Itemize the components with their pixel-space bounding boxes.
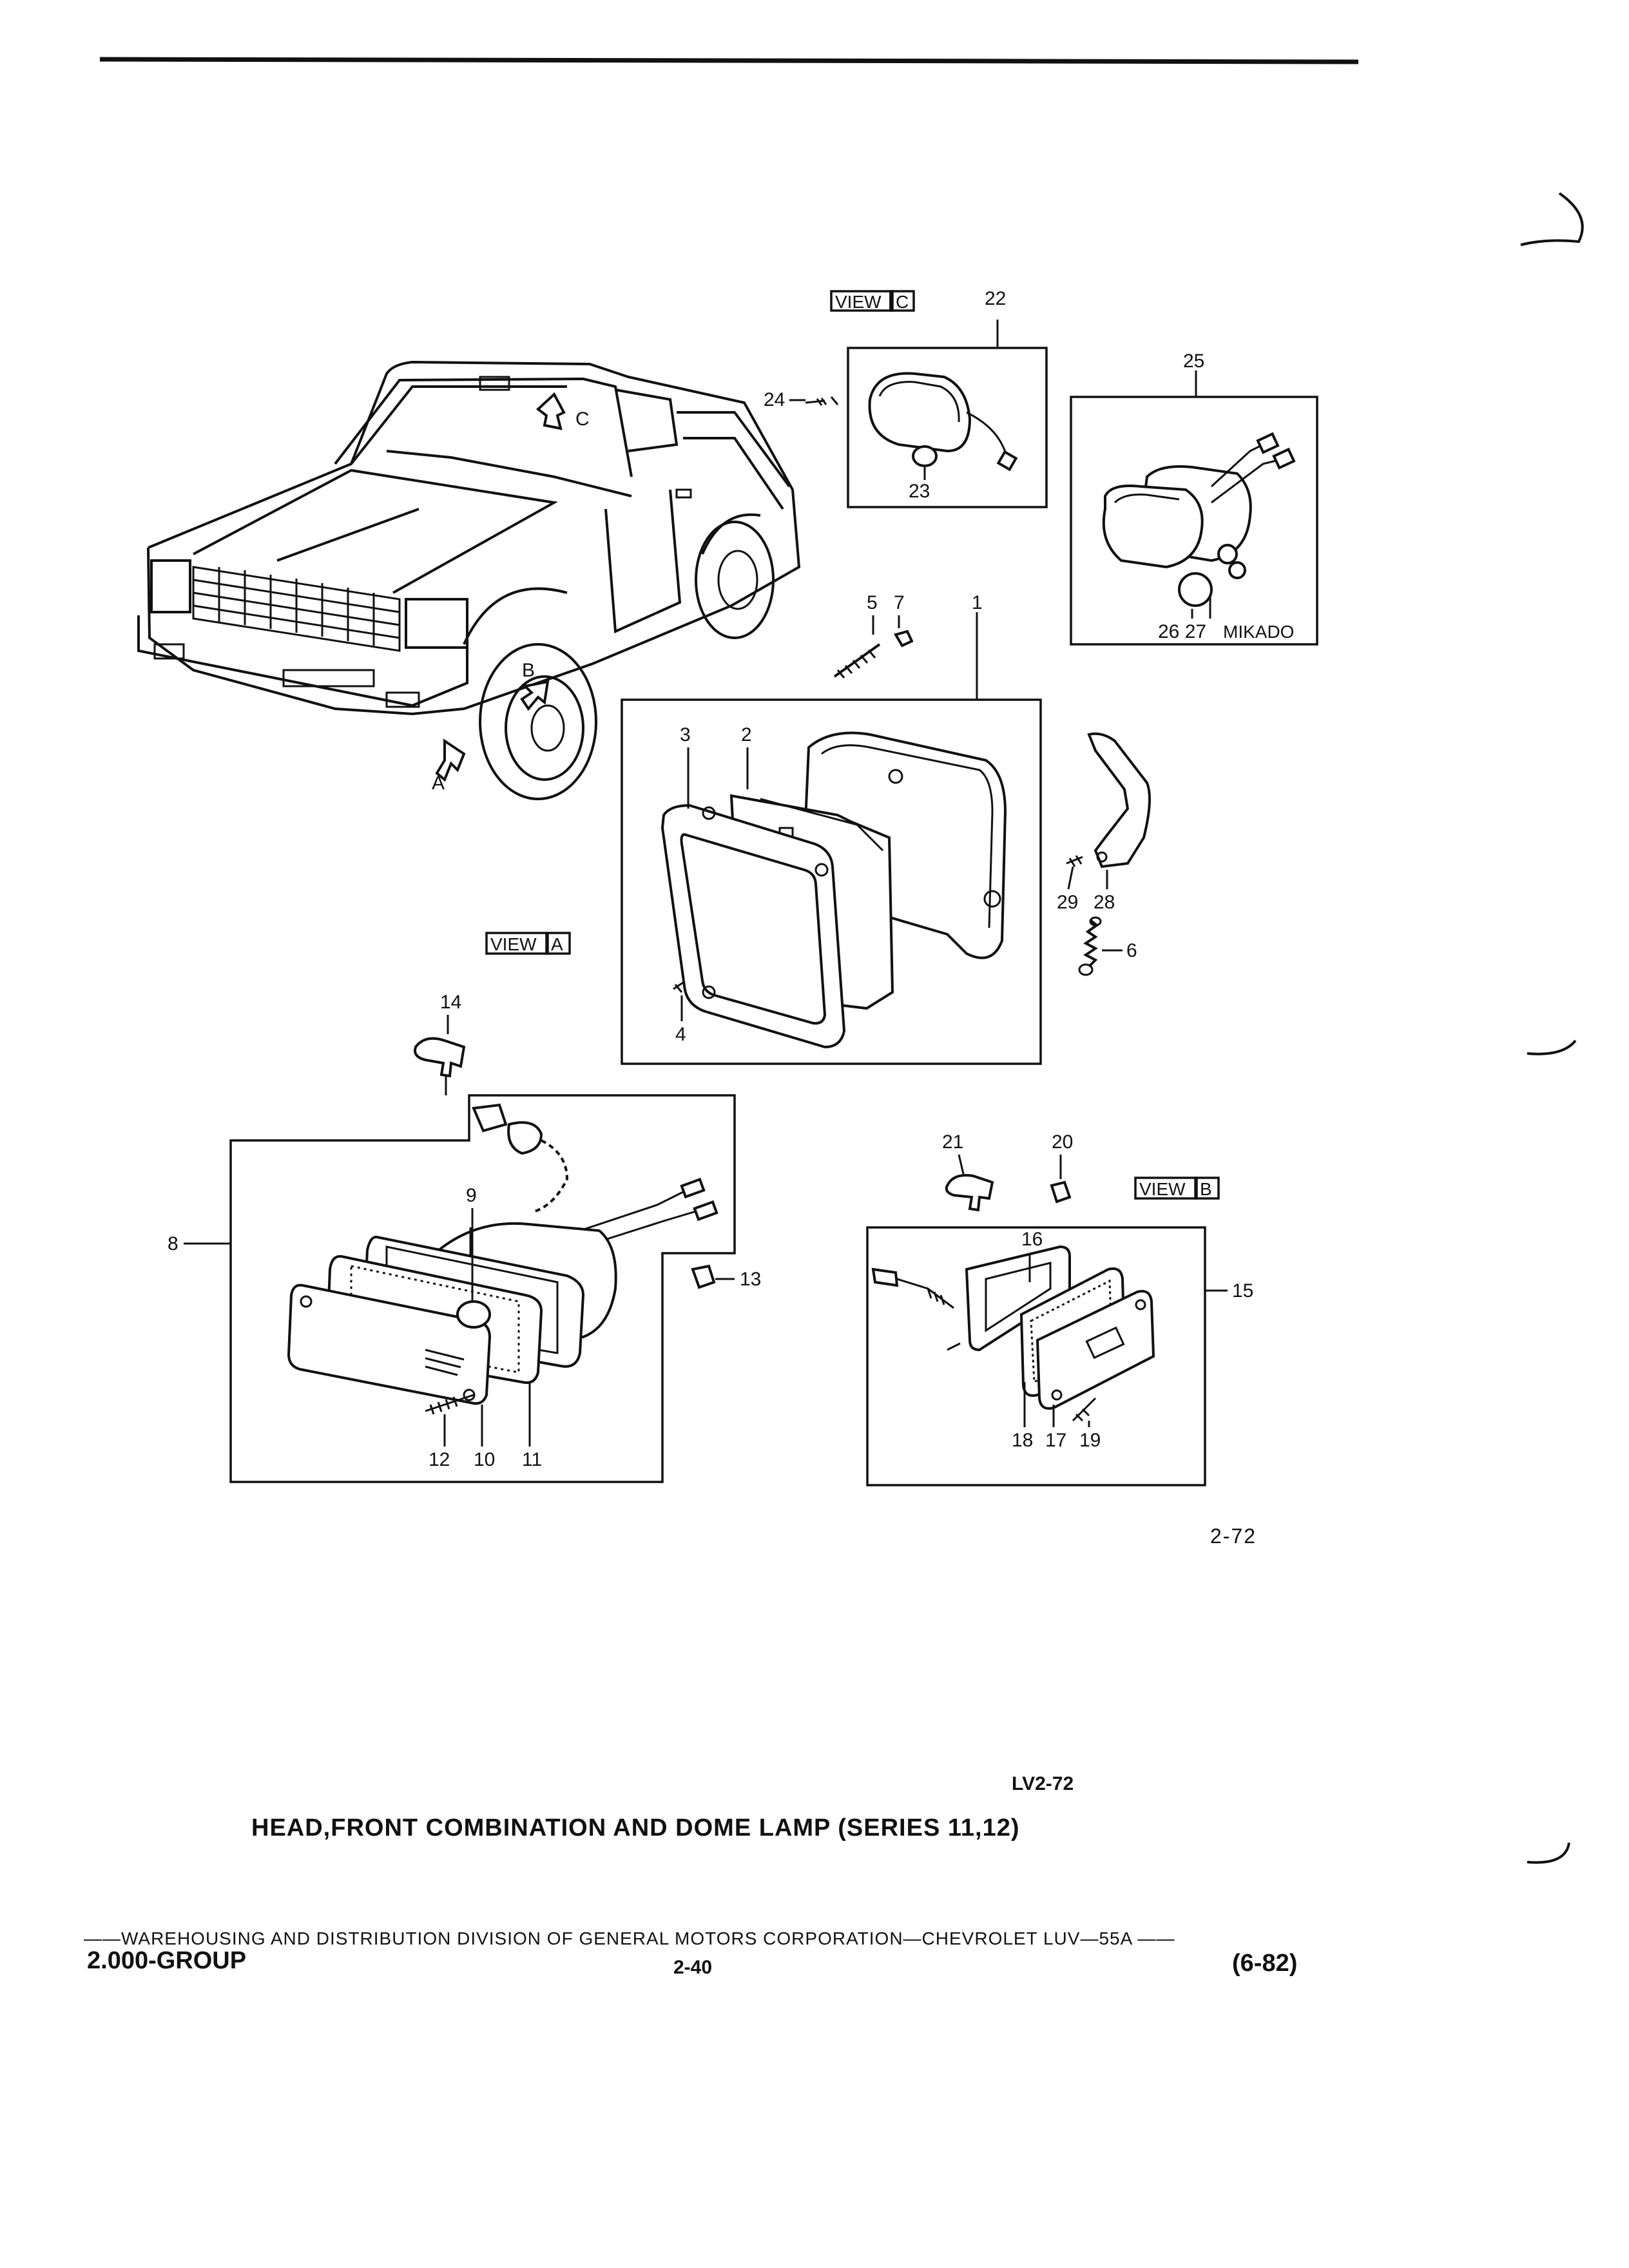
view-a-letter: A (551, 934, 563, 954)
callout-25: 25 (1183, 351, 1204, 372)
truck-marker-b: B (522, 660, 535, 681)
callout-15: 15 (1232, 1280, 1253, 1302)
figure-code: 2-72 (1210, 1524, 1257, 1548)
top-rule (99, 57, 1359, 64)
callout-14: 14 (440, 992, 461, 1013)
mikado-label: MIKADO (1223, 622, 1294, 642)
view-b-letter: B (1200, 1179, 1212, 1199)
callout-29: 29 (1057, 892, 1078, 913)
callout-13: 13 (740, 1269, 761, 1290)
callout-3: 3 (680, 724, 691, 745)
side-marker-lamp-box (866, 1226, 1206, 1486)
spring (1078, 916, 1102, 976)
callout-5: 5 (867, 592, 878, 613)
page-title: HEAD,FRONT COMBINATION AND DOME LAMP (SE… (251, 1814, 1020, 1841)
callout-21: 21 (942, 1131, 963, 1153)
callout-8: 8 (168, 1233, 178, 1254)
callout-7: 7 (894, 592, 905, 613)
callout-9: 9 (466, 1185, 477, 1206)
reference-code: LV2-72 (1012, 1773, 1074, 1794)
view-a-label: VIEW A (485, 932, 571, 955)
view-b-label: VIEW B (1134, 1177, 1220, 1200)
group-label: 2.000-GROUP (87, 1947, 247, 1974)
callout-16: 16 (1021, 1229, 1043, 1250)
nut-20 (1050, 1180, 1072, 1204)
callout-10: 10 (474, 1449, 495, 1470)
footer-publisher-line: ——WAREHOUSING AND DISTRIBUTION DIVISION … (84, 1928, 1175, 1948)
callout-11: 11 (522, 1449, 542, 1470)
callout-28: 28 (1094, 892, 1115, 913)
edge-mark-bottom (1527, 1842, 1570, 1864)
callout-24: 24 (764, 389, 785, 410)
callout-12: 12 (429, 1449, 450, 1470)
headlamp-bracket (1066, 732, 1151, 869)
callout-4: 4 (675, 1024, 686, 1045)
edge-mark-mid (1527, 1039, 1577, 1055)
dome-lamp-box (847, 347, 1048, 508)
view-c-letter: C (896, 292, 909, 312)
truck-marker-a: A (432, 773, 445, 794)
mikado-dome-lamp (1102, 432, 1296, 619)
mikado-lamp-box (1070, 396, 1318, 646)
headlamp-assembly (660, 731, 1007, 1049)
callout-23: 23 (909, 481, 930, 502)
callout-1: 1 (972, 592, 983, 613)
truck-marker-c: C (575, 408, 590, 430)
callout-6: 6 (1126, 940, 1137, 961)
callout-22: 22 (985, 288, 1006, 309)
view-b-word: VIEW (1139, 1179, 1186, 1199)
clip-21 (945, 1174, 994, 1212)
nut-13 (691, 1264, 735, 1289)
view-a-word: VIEW (490, 934, 537, 954)
headlamp-box (621, 698, 1042, 1065)
callout-26-27: 26 27 (1158, 621, 1206, 642)
clip-14 (414, 1037, 466, 1078)
callout-2: 2 (741, 724, 752, 745)
edge-mark-top (1520, 192, 1584, 246)
callout-18: 18 (1012, 1430, 1033, 1451)
side-marker-lamp (871, 1245, 1155, 1422)
revision-date: (6-82) (1232, 1950, 1298, 1977)
callout-17: 17 (1045, 1430, 1066, 1451)
view-c-label: VIEW C (830, 290, 915, 312)
page-number: 2-40 (673, 1957, 713, 1978)
combination-lamp-box (229, 1094, 736, 1483)
dome-lamp (805, 372, 1018, 480)
callout-20: 20 (1052, 1131, 1073, 1153)
front-combination-lamp (287, 1103, 718, 1415)
callout-19: 19 (1079, 1430, 1101, 1451)
pickup-truck-illustration: C B A (137, 360, 801, 800)
view-c-word: VIEW (835, 292, 882, 312)
